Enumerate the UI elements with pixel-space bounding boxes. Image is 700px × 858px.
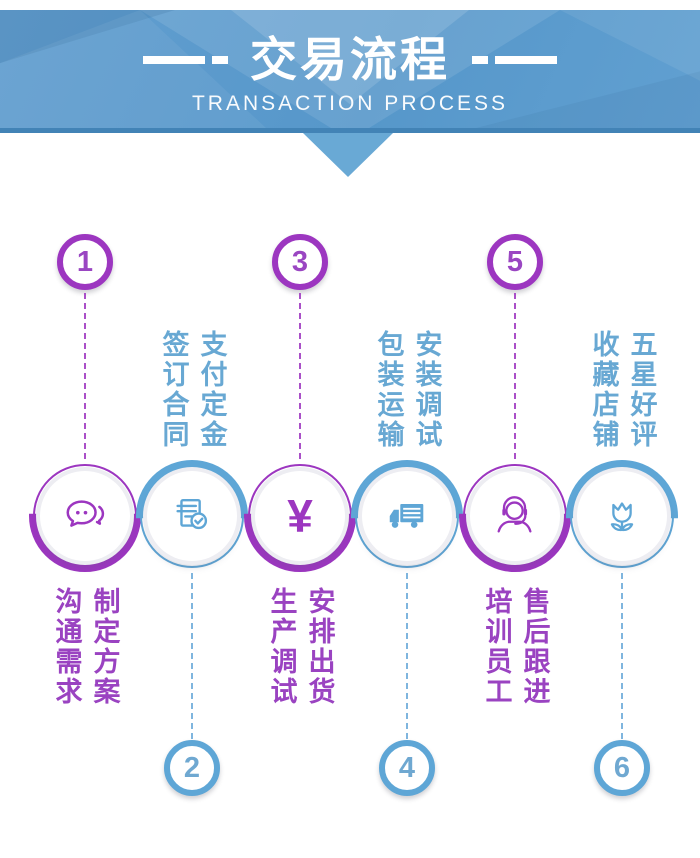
step-2-label: 签订合同 支付定金 [157,330,227,450]
step-2-label-col-right: 支付定金 [196,330,227,450]
step-1-icon-circle [29,460,141,572]
step-2-icon-circle [136,460,248,572]
step-6-number-badge: 6 [594,740,650,796]
step-5-label-col-right: 售后跟进 [519,587,550,707]
flower-icon [599,493,645,539]
banner: 交易流程 TRANSACTION PROCESS [0,10,700,133]
title-dash-left [143,55,205,64]
step-3-label-col-left: 生产调试 [266,587,297,707]
page-subtitle: TRANSACTION PROCESS [191,92,509,115]
step-4-label-col-right: 安装调试 [411,330,442,450]
step-3-label: 生产调试 安排出货 [265,587,335,707]
title-dash-right [495,55,557,64]
step-3-number-badge: 3 [272,234,328,290]
step-3-connector-line [299,293,301,459]
step-5-number-badge: 5 [487,234,543,290]
delivery-truck-icon [384,493,430,539]
step-1-label: 沟通需求 制定方案 [50,587,120,707]
step-6-connector-line [621,573,623,739]
step-1-number-badge: 1 [57,234,113,290]
yuan-currency-icon: ¥ [287,490,313,542]
step-3-label-col-right: 安排出货 [304,587,335,707]
step-2-connector-line [191,573,193,739]
step-4-label-col-left: 包装运输 [373,330,404,450]
page-title: 交易流程 [250,33,450,86]
step-6-label: 收藏店铺 五星好评 [587,330,657,450]
step-6-label-col-right: 五星好评 [626,330,657,450]
step-4-icon-circle [351,460,463,572]
banner-title-row: 交易流程 [143,36,557,83]
step-5-connector-line [514,293,516,459]
title-dash-right-short [472,55,488,64]
step-6-icon-circle [566,460,678,572]
step-5-label: 培训员工 售后跟进 [480,587,550,707]
step-2-number-badge: 2 [164,740,220,796]
chat-bubbles-icon [62,493,108,539]
step-5-label-col-left: 培训员工 [481,587,512,707]
step-1-label-col-right: 制定方案 [89,587,120,707]
banner-pointer-triangle [303,133,393,177]
step-4-connector-line [406,573,408,739]
step-5-icon-circle [459,460,571,572]
step-3-icon-circle: ¥ [244,460,356,572]
step-4-number-badge: 4 [379,740,435,796]
step-1-label-col-left: 沟通需求 [51,587,82,707]
step-1-connector-line [84,293,86,459]
title-dash-left-short [212,55,228,64]
step-6-label-col-left: 收藏店铺 [588,330,619,450]
contract-check-icon [169,493,215,539]
customer-service-headset-icon [492,493,538,539]
step-2-label-col-left: 签订合同 [158,330,189,450]
step-4-label: 包装运输 安装调试 [372,330,442,450]
